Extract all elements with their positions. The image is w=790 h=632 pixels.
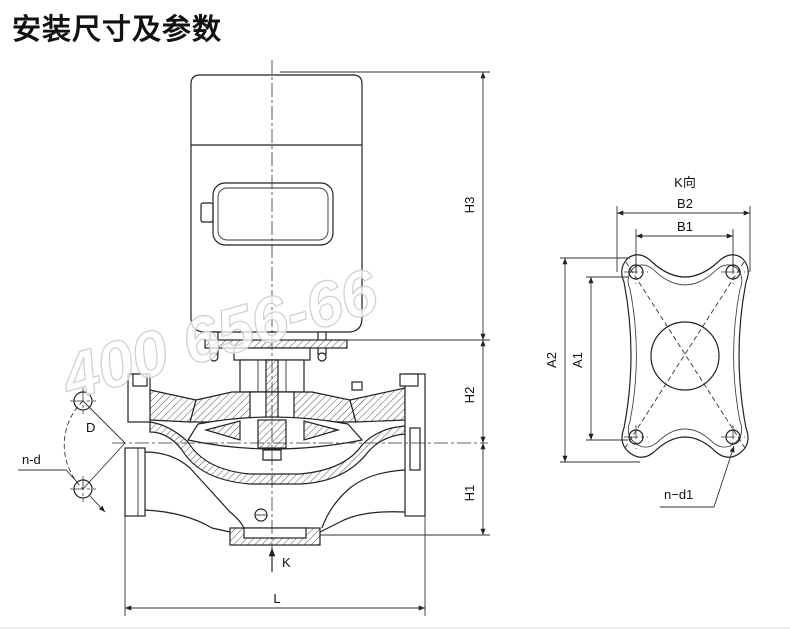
h2-label: H2 <box>462 387 477 404</box>
k-label: K <box>282 555 291 570</box>
k-view: K向 B2 B1 A2 A1 n−d1 <box>544 175 751 508</box>
d-label: D <box>86 420 95 435</box>
n-d-label: n-d <box>22 452 41 467</box>
page-title: 安装尺寸及参数 <box>12 12 223 46</box>
motor <box>190 74 363 333</box>
k-view-arrow: K <box>268 548 291 572</box>
cable-gland <box>200 202 214 223</box>
outlet-flange <box>399 373 426 517</box>
flange-bolt-circle: D n-d <box>18 388 126 513</box>
inlet-flange <box>124 373 151 517</box>
outlet-port <box>409 427 421 471</box>
h1-label: H1 <box>462 485 477 502</box>
h3-label: H3 <box>462 197 477 214</box>
k-view-label: K向 <box>674 175 696 190</box>
a2-label: A2 <box>544 352 559 368</box>
l-label: L <box>273 591 280 606</box>
b1-label: B1 <box>677 219 693 234</box>
pump-casing <box>144 387 406 546</box>
impeller <box>187 416 364 461</box>
height-dimensions: H3 H2 H1 <box>280 71 490 536</box>
b2-label: B2 <box>677 196 693 211</box>
a1-label: A1 <box>570 352 585 368</box>
length-dimension: L <box>124 516 426 616</box>
n-d1-label: n−d1 <box>664 487 693 502</box>
base-center-opening <box>650 321 720 391</box>
base-plate-outline <box>621 254 749 458</box>
